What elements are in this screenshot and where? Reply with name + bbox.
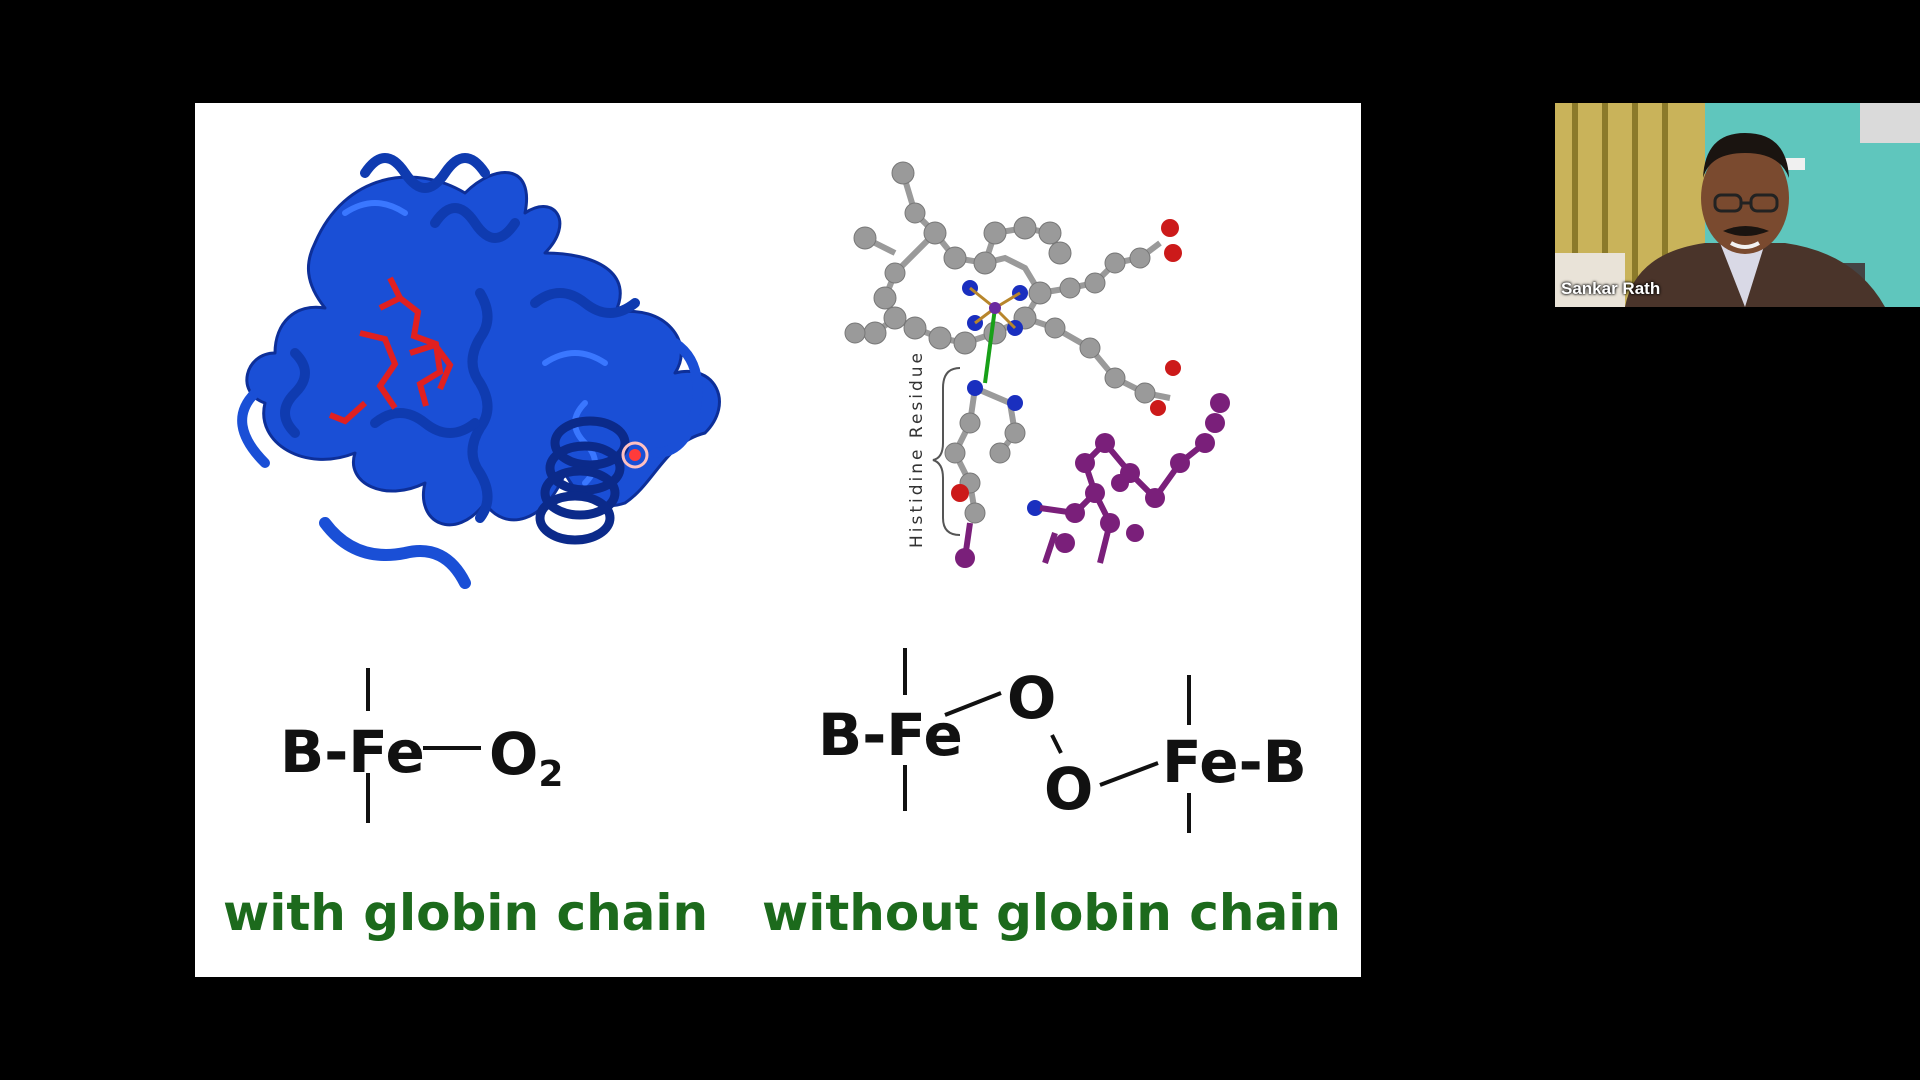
left-formula-o2: O2: [489, 725, 563, 793]
left-formula-bfe: B-Fe: [280, 723, 425, 781]
shared-slide: Histidine Residue B-Fe O2 B-Fe O: [195, 103, 1361, 977]
oxygen-top-label: O: [1007, 664, 1057, 732]
o2-main: O: [489, 720, 539, 788]
myoglobin-ribbon-image: [237, 153, 721, 589]
right-formula-o-top: O: [1007, 669, 1056, 727]
participant-video-image: [1555, 103, 1920, 307]
right-formula-o-bottom: O: [1044, 760, 1093, 818]
heme-ball-and-stick-image: [844, 161, 1230, 568]
left-formula-bonds: [366, 648, 1191, 833]
participant-name-label: Sankar Rath: [1561, 279, 1661, 298]
left-formula-prefix: B-Fe: [280, 718, 425, 786]
heme-group-icon: [328, 276, 454, 425]
right-formula-right-suffix: Fe-B: [1162, 728, 1307, 796]
right-formula-right-feb: Fe-B: [1162, 733, 1307, 791]
right-formula-left-prefix: B-Fe: [818, 701, 963, 769]
right-formula-left-bfe: B-Fe: [818, 706, 963, 764]
caption-with-globin: with globin chain: [223, 884, 709, 942]
o2-subscript: 2: [538, 754, 564, 795]
participant-video-tile[interactable]: Sankar Rath: [1555, 103, 1920, 307]
histidine-residue-label: Histidine Residue: [907, 349, 927, 548]
caption-without-globin: without globin chain: [762, 884, 1342, 942]
oxygen-bottom-label: O: [1044, 755, 1094, 823]
